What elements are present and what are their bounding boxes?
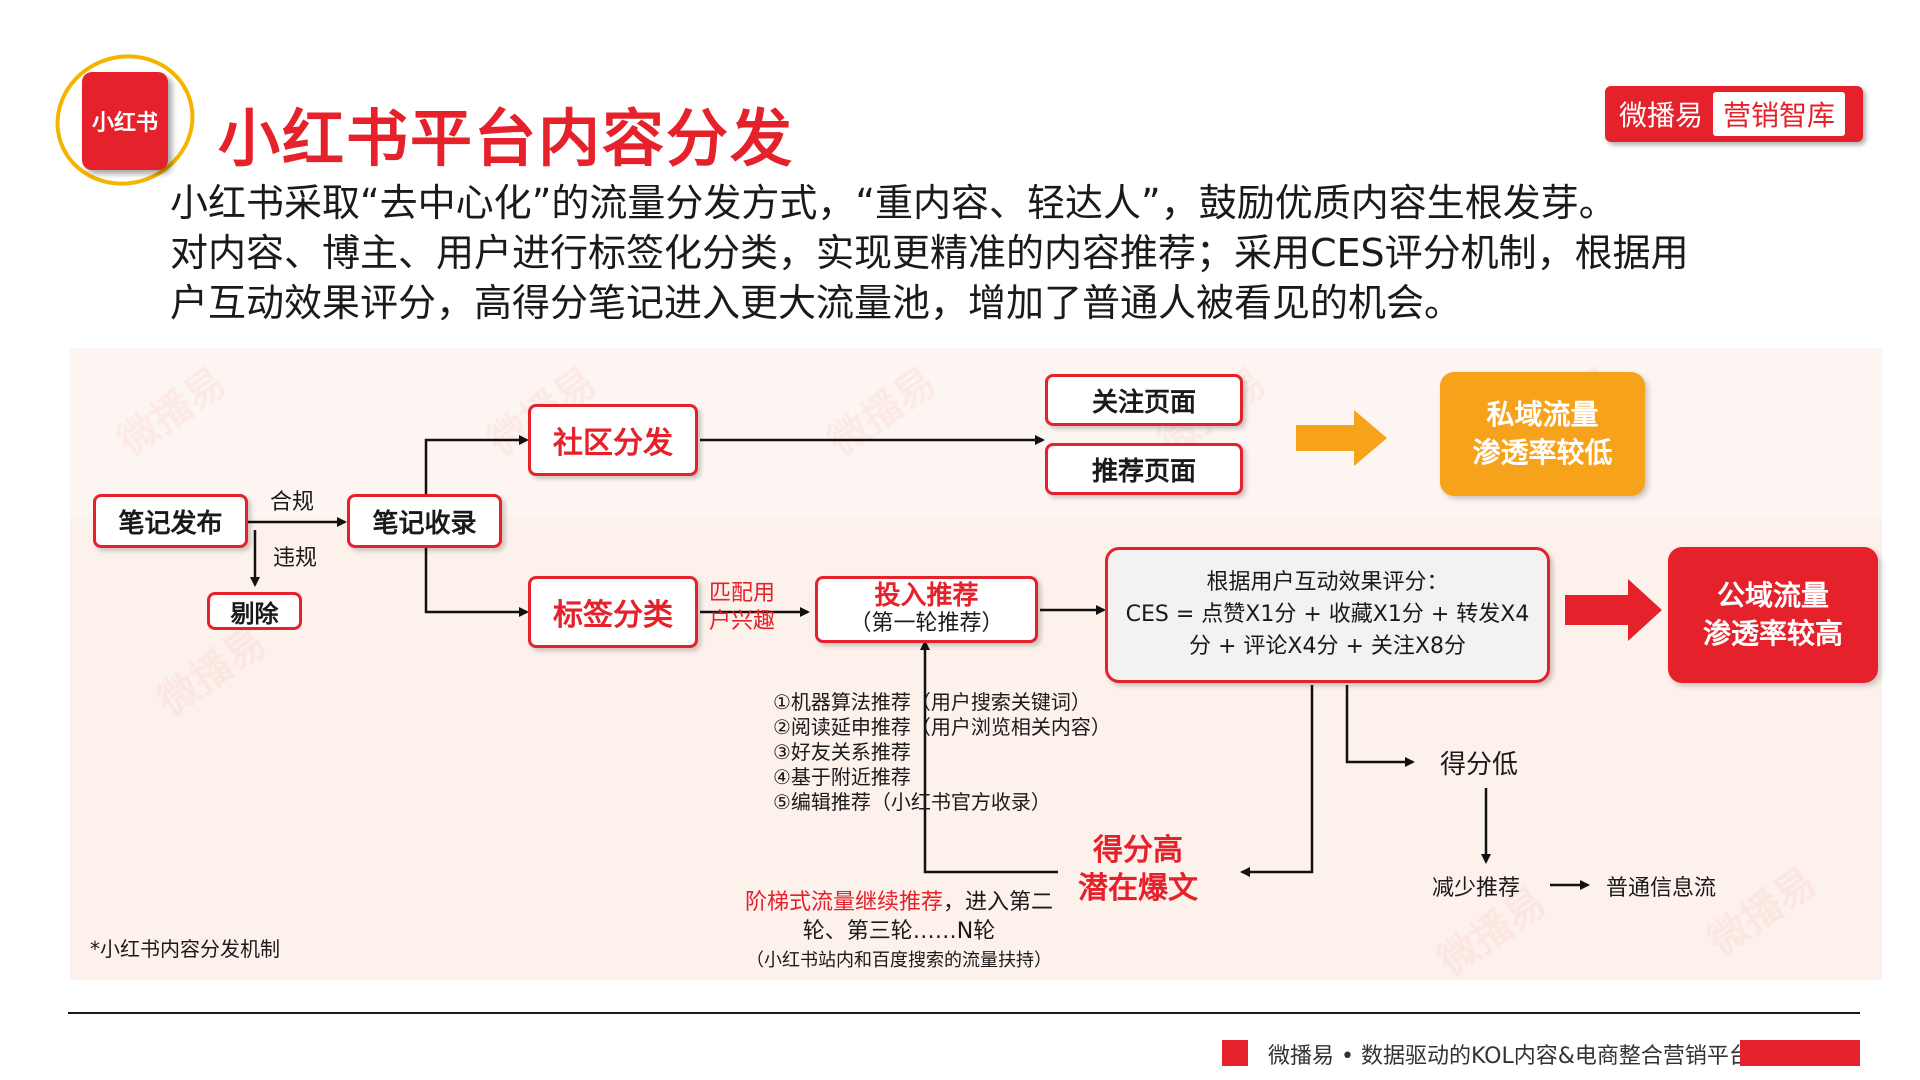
violation-label: 违规: [273, 546, 318, 571]
ladder-recommend-text: 阶梯式流量继续推荐，进入第二 轮、第三轮……N轮 （小红书站内和百度搜索的流量扶…: [724, 888, 1074, 975]
footnote: *小红书内容分发机制: [90, 937, 280, 961]
list-item: ⑤编辑推荐（小红书官方收录）: [773, 790, 1051, 814]
normal-feed-label: 普通信息流: [1606, 876, 1717, 901]
node-label: 笔记收录: [372, 508, 477, 539]
match-interest-label: 匹配用 户兴趣: [709, 580, 775, 636]
page-title: 小红书平台内容分发: [218, 102, 795, 175]
community-distribution-node: 社区分发: [528, 404, 698, 476]
label-line: 潜在爆文: [1078, 871, 1198, 906]
compliant-label: 合规: [270, 490, 315, 515]
publish-note-node: 笔记发布: [93, 494, 248, 548]
intro-line: 户互动效果评分，高得分笔记进入更大流量池，增加了普通人被看见的机会。: [170, 281, 1463, 325]
label-line: 匹配用: [709, 581, 776, 606]
reduce-recommend-label: 减少推荐: [1432, 876, 1521, 901]
index-note-node: 笔记收录: [347, 494, 502, 548]
node-label: 标签分类: [553, 598, 673, 633]
node-label: 投入推荐: [874, 580, 979, 611]
public-traffic-node: 公域流量 渗透率较高: [1668, 547, 1878, 683]
list-item: ②阅读延申推荐（用户浏览相关内容）: [773, 715, 1111, 739]
node-label: 笔记发布: [118, 508, 223, 539]
ladder-note: （小红书站内和百度搜索的流量扶持）: [746, 950, 1052, 971]
brand-name: 微播易: [1619, 99, 1704, 132]
node-label: 社区分发: [553, 426, 673, 461]
footer-divider: [68, 1012, 1860, 1014]
ces-scoring-node: 根据用户互动效果评分： CES = 点赞X1分 + 收藏X1分 + 转发X4 分…: [1105, 547, 1550, 683]
node-label: 公域流量: [1716, 579, 1829, 612]
node-label: 渗透率较低: [1472, 436, 1613, 469]
recommend-page-node: 推荐页面: [1045, 443, 1243, 495]
ladder-rest: ，进入第二: [943, 890, 1054, 915]
node-label: 私域流量: [1486, 398, 1599, 431]
ladder-highlight: 阶梯式流量继续推荐: [744, 890, 943, 915]
node-label: 剔除: [230, 599, 279, 628]
footer-square: [1222, 1040, 1248, 1066]
high-score-label: 得分高 潜在爆文: [1078, 832, 1198, 908]
low-score-label: 得分低: [1440, 750, 1519, 780]
list-item: ④基于附近推荐: [773, 765, 911, 789]
intro-line: 小红书采取“去中心化”的流量分发方式，“重内容、轻达人”，鼓励优质内容生根发芽。: [170, 181, 1617, 225]
node-label: 推荐页面: [1091, 456, 1196, 487]
ces-title: 根据用户互动效果评分：: [1206, 570, 1449, 595]
ladder-line: 轮、第三轮……N轮: [802, 919, 996, 944]
intro-line: 对内容、博主、用户进行标签化分类，实现更精准的内容推荐；采用CES评分机制，根据…: [170, 231, 1689, 275]
label-line: 得分高: [1093, 833, 1183, 868]
brand-badge: 微播易 营销智库: [1605, 86, 1863, 142]
node-label: 关注页面: [1091, 387, 1196, 418]
footer-text: 微播易 • 数据驱动的KOL内容&电商整合营销平台: [1268, 1044, 1751, 1069]
node-sublabel: （第一轮推荐）: [849, 610, 1004, 636]
intro-paragraph: 小红书采取“去中心化”的流量分发方式，“重内容、轻达人”，鼓励优质内容生根发芽。…: [170, 178, 1870, 328]
xiaohongshu-logo: 小红书: [82, 72, 168, 170]
follow-page-node: 关注页面: [1045, 374, 1243, 426]
list-item: ①机器算法推荐（用户搜索关键词）: [773, 690, 1091, 714]
delete-node: 剔除: [207, 592, 302, 630]
tag-classification-node: 标签分类: [528, 576, 698, 648]
ces-formula-line: CES = 点赞X1分 + 收藏X1分 + 转发X4: [1125, 602, 1530, 627]
brand-tag: 营销智库: [1713, 92, 1846, 136]
ces-formula-line: 分 + 评论X4分 + 关注X8分: [1189, 634, 1466, 659]
recommend-methods-list: ①机器算法推荐（用户搜索关键词） ②阅读延申推荐（用户浏览相关内容） ③好友关系…: [773, 690, 1111, 815]
node-label: 渗透率较高: [1702, 617, 1843, 650]
push-recommend-node: 投入推荐 （第一轮推荐）: [815, 576, 1038, 643]
list-item: ③好友关系推荐: [773, 740, 911, 764]
private-traffic-node: 私域流量 渗透率较低: [1440, 372, 1645, 496]
footer-bar: [1740, 1040, 1860, 1066]
label-line: 户兴趣: [709, 609, 776, 634]
